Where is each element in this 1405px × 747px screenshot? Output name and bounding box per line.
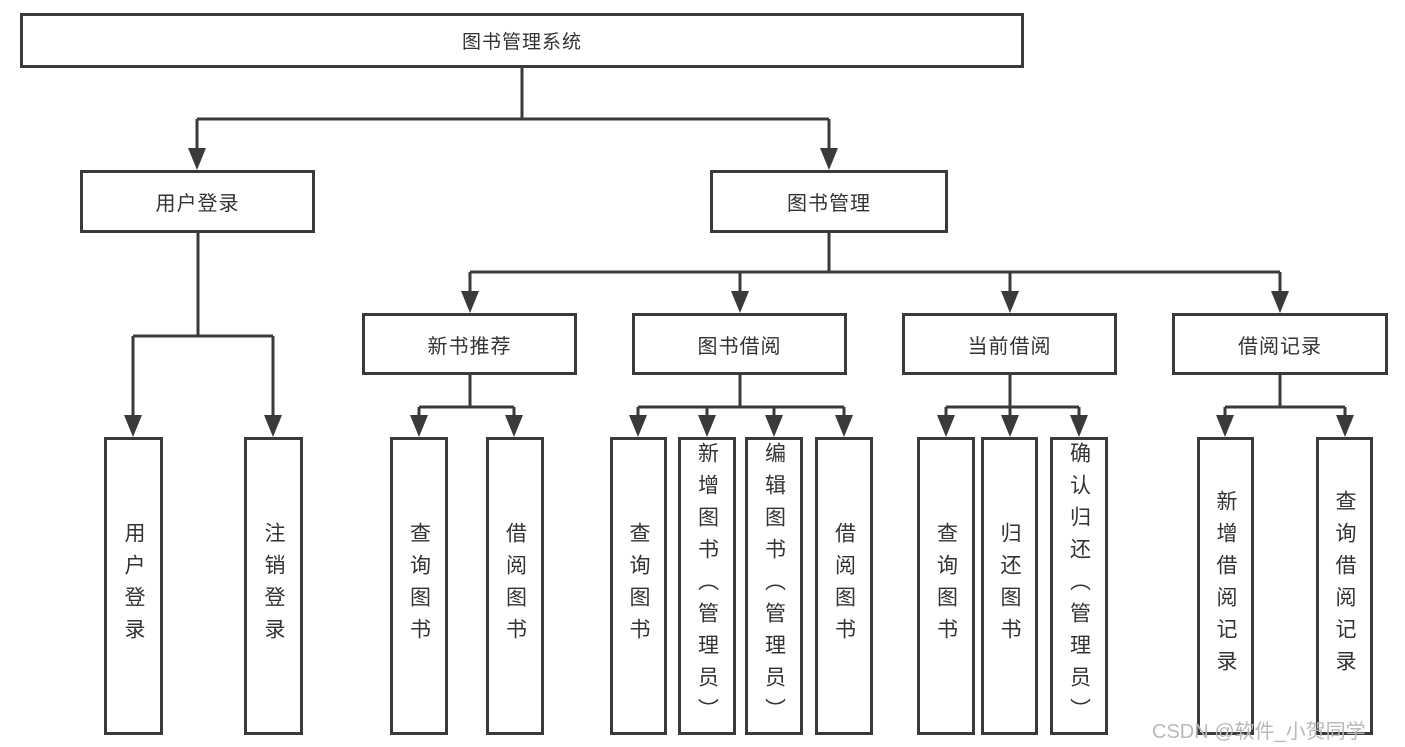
leaf-add-books-admin: 新增图书（管理员） (678, 437, 736, 735)
node-label: 当前借阅 (967, 335, 1052, 358)
leaf-recommend-borrow-books: 借阅图书 (486, 437, 544, 735)
node-user-login: 用户登录 (80, 170, 315, 233)
node-label: 新增图书（管理员） (695, 442, 719, 730)
node-label: 查询借阅记录 (1333, 490, 1356, 682)
leaf-logout: 注销登录 (244, 437, 303, 735)
node-label: 查询图书 (934, 522, 958, 650)
leaf-add-borrow-record: 新增借阅记录 (1197, 437, 1254, 735)
node-label: 图书借阅 (697, 335, 782, 358)
node-borrow-records: 借阅记录 (1172, 313, 1388, 375)
arrowheads (124, 148, 1354, 437)
leaf-borrow-borrow-books: 借阅图书 (815, 437, 873, 735)
leaf-confirm-return-admin: 确认归还（管理员） (1050, 437, 1108, 735)
node-label: 图书管理 (787, 193, 871, 215)
node-label: 编辑图书（管理员） (762, 442, 786, 730)
leaf-return-books: 归还图书 (981, 437, 1038, 735)
node-label: 借阅图书 (503, 522, 527, 650)
node-label: 新增借阅记录 (1214, 490, 1237, 682)
csdn-watermark: CSDN @软件_小贺同学 (1152, 721, 1366, 743)
node-label: 查询图书 (407, 522, 431, 650)
leaf-user-login: 用户登录 (104, 437, 163, 735)
node-label: 确认归还（管理员） (1067, 442, 1091, 730)
leaf-current-query-books: 查询图书 (917, 437, 975, 735)
node-current-borrow: 当前借阅 (902, 313, 1117, 375)
leaf-query-borrow-record: 查询借阅记录 (1316, 437, 1373, 735)
node-label: 归还图书 (998, 522, 1021, 650)
node-label: 用户登录 (122, 522, 145, 650)
node-label: 图书管理系统 (461, 32, 582, 53)
node-book-management: 图书管理 (710, 170, 948, 233)
leaf-recommend-query-books: 查询图书 (390, 437, 448, 735)
node-new-book-recommend: 新书推荐 (362, 313, 577, 375)
leaf-borrow-query-books: 查询图书 (610, 437, 667, 735)
node-label: 用户登录 (155, 193, 240, 215)
node-book-borrow: 图书借阅 (632, 313, 847, 375)
node-label: 注销登录 (262, 522, 285, 650)
node-label: 新书推荐 (427, 335, 512, 358)
node-label: 借阅记录 (1238, 335, 1322, 358)
node-library-management-system: 图书管理系统 (20, 13, 1024, 68)
leaf-edit-books-admin: 编辑图书（管理员） (745, 437, 803, 735)
node-label: 查询图书 (627, 522, 650, 650)
node-label: 借阅图书 (832, 522, 856, 650)
